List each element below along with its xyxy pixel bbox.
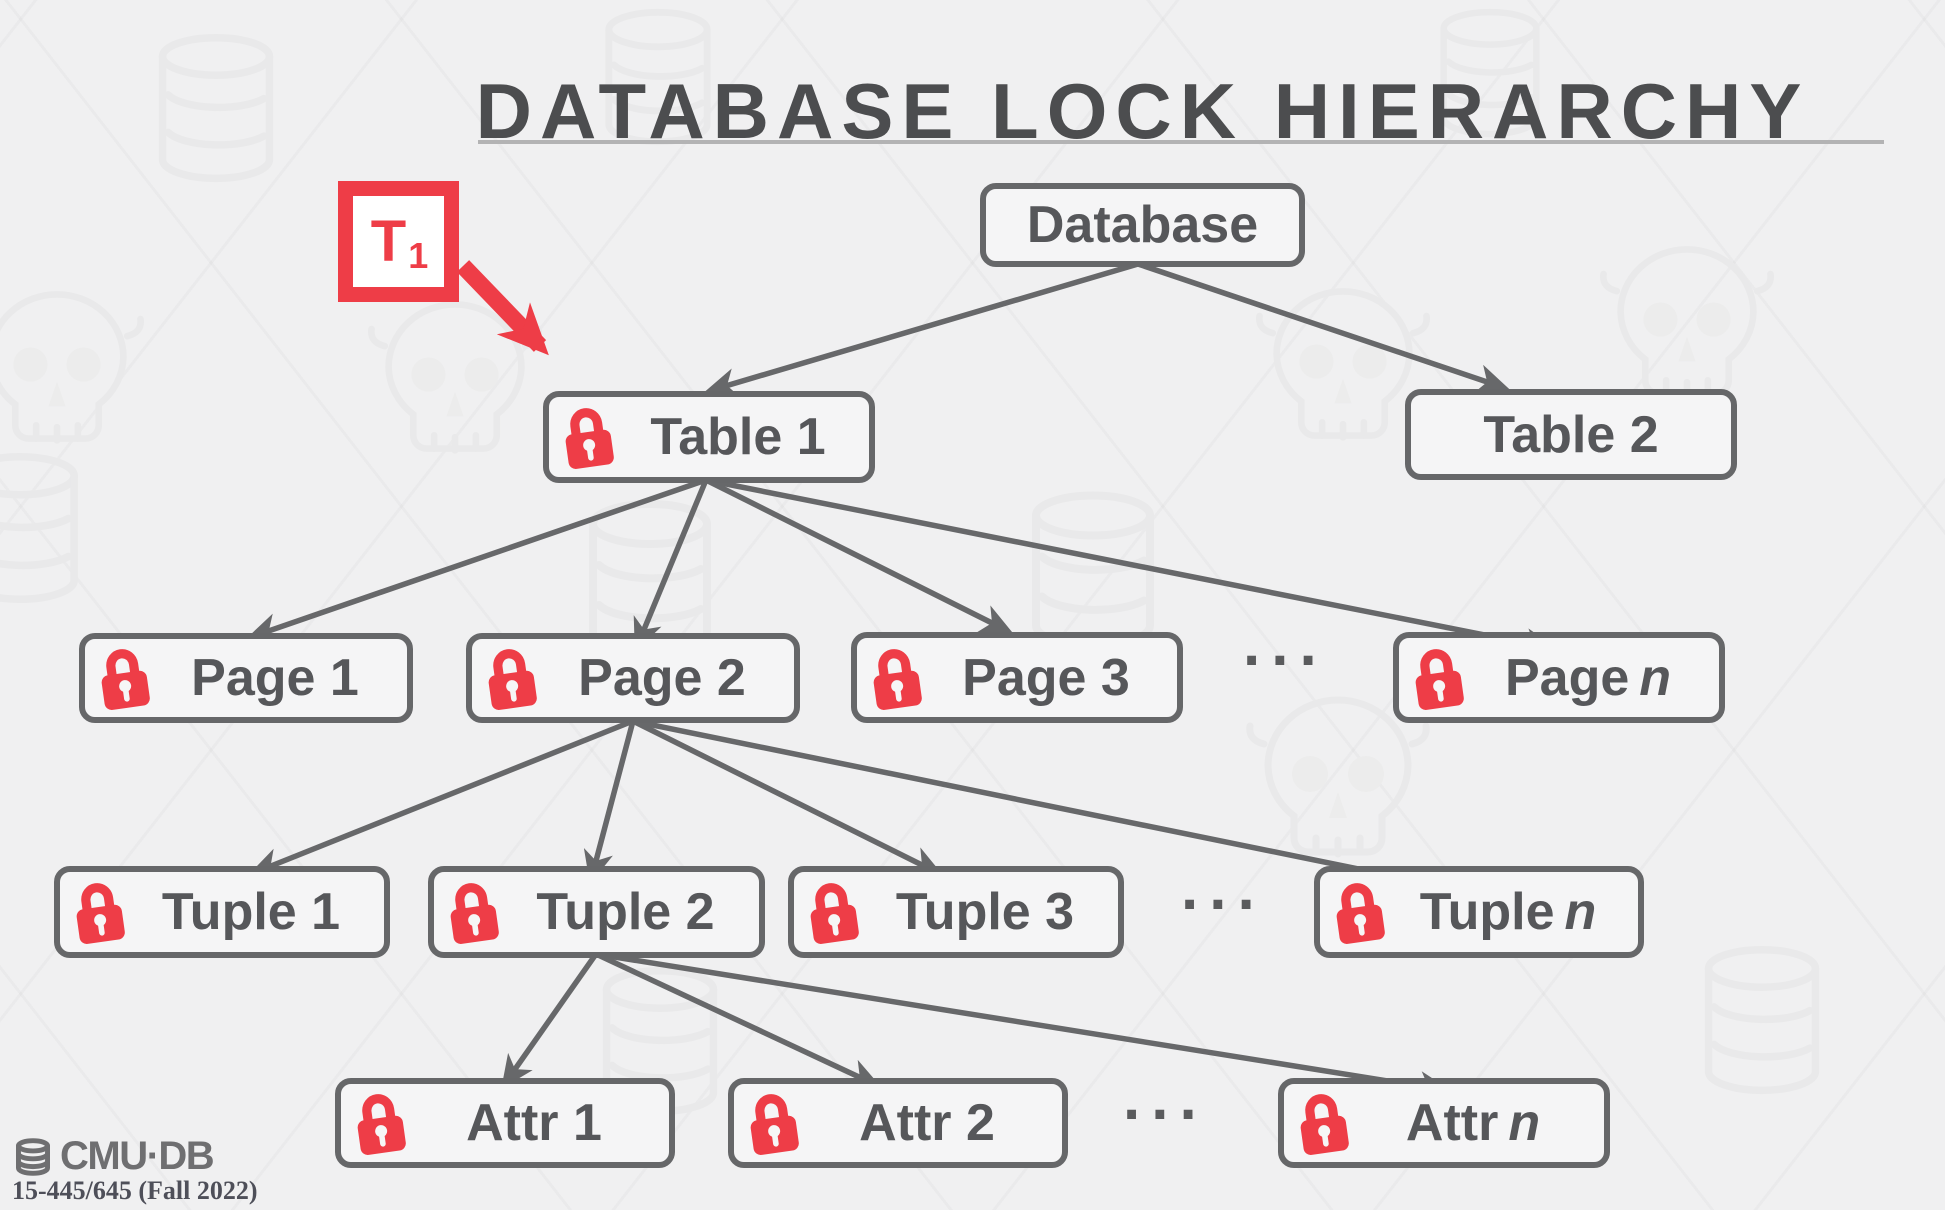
pages-ellipsis: ... <box>1243 610 1328 679</box>
node-page-2: Page 2 <box>466 633 800 723</box>
node-label: Attr 1 <box>466 1094 602 1152</box>
node-label: Tuple 1 <box>161 883 341 941</box>
lock-icon <box>101 649 150 710</box>
node-label: Table 2 <box>1483 405 1659 464</box>
lock-icon <box>1300 1094 1349 1155</box>
node-tuple-3: Tuple 3 <box>788 866 1124 958</box>
node-attr-2: Attr 2 <box>728 1078 1068 1168</box>
node-label: Attr 2 <box>859 1094 995 1152</box>
course-label: 15-445/645 (Fall 2022) <box>12 1176 258 1205</box>
transaction-label: T <box>370 209 407 274</box>
lock-icon <box>450 883 499 944</box>
node-label: Page 3 <box>962 648 1130 707</box>
node-tuple-2: Tuple 2 <box>428 866 765 958</box>
node-label: Table 1 <box>650 408 826 466</box>
lock-icon <box>1336 883 1385 944</box>
node-table-2: Table 2 <box>1405 389 1737 480</box>
node-page-1: Page 1 <box>79 633 413 723</box>
lock-icon <box>810 883 859 944</box>
lock-icon <box>76 883 125 944</box>
tuples-ellipsis: ... <box>1181 854 1266 923</box>
node-label: Tuple 2 <box>536 883 715 941</box>
node-page-3: Page 3 <box>851 632 1183 723</box>
lock-icon <box>750 1094 799 1155</box>
title-underline <box>478 140 1884 144</box>
lock-icon <box>565 408 614 469</box>
node-database: Database <box>980 183 1305 267</box>
cmu-db-logo: CMU·DB <box>12 1134 215 1179</box>
node-table-1: Table 1 <box>543 391 875 483</box>
node-tuple-1: Tuple 1 <box>54 866 390 958</box>
lock-icon <box>488 649 537 710</box>
lock-icon <box>873 648 922 710</box>
lock-icon <box>1415 648 1464 710</box>
node-label: Database <box>1026 196 1259 254</box>
node-attr-1: Attr 1 <box>335 1078 675 1168</box>
logo-text: CMU·DB <box>60 1134 215 1178</box>
database-cylinder-icon <box>12 1138 54 1176</box>
node-label: Tuple 3 <box>895 883 1075 941</box>
node-label: Page 2 <box>578 649 746 707</box>
attributes-ellipsis: ... <box>1123 1064 1208 1133</box>
lock-icon <box>357 1094 406 1155</box>
node-label: Page 1 <box>191 649 359 707</box>
